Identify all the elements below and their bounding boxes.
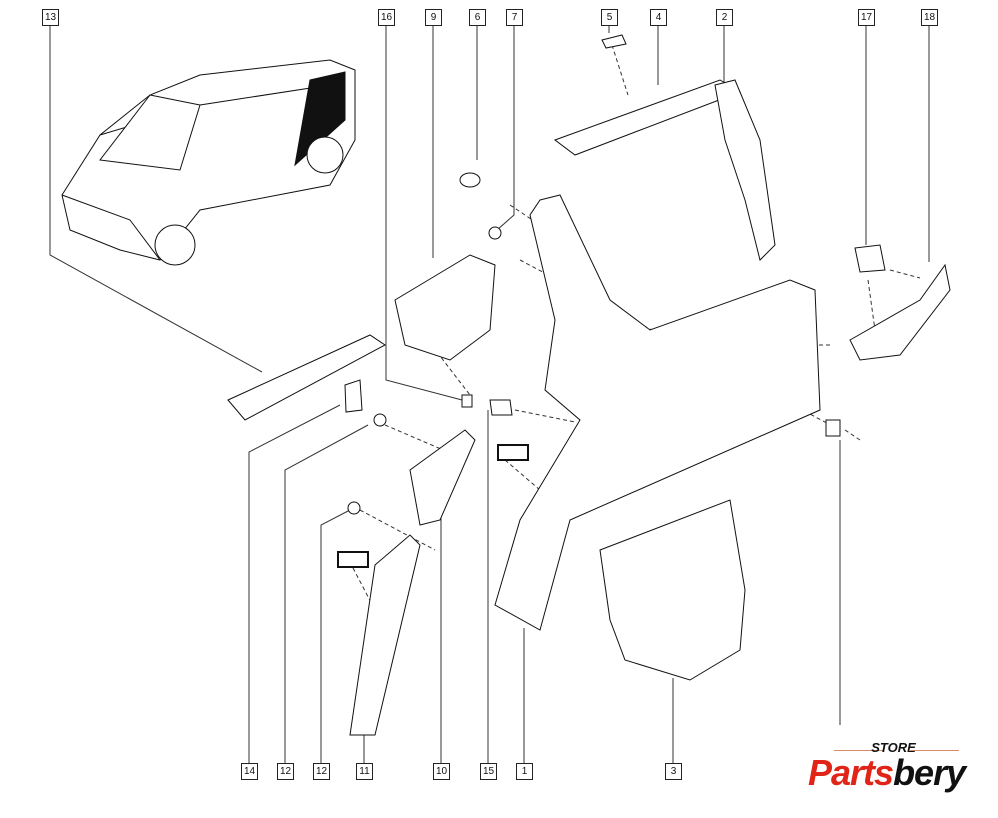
callout-11: 11	[356, 763, 373, 780]
part-1-panel	[494, 194, 821, 631]
logo-brand-black: bery	[893, 752, 966, 793]
part-12-screw-a	[373, 413, 387, 427]
part-6-grommet	[459, 172, 481, 188]
part-3-cover	[599, 499, 746, 681]
part-18-bracket	[849, 263, 951, 361]
part-5-clip	[601, 34, 627, 49]
callout-15: 15	[480, 763, 497, 780]
callout-7: 7	[506, 9, 523, 26]
part-17-clip-b	[825, 419, 841, 437]
part-14-strip	[227, 334, 386, 421]
callout-2: 2	[716, 9, 733, 26]
callout-6: 6	[469, 9, 486, 26]
part-4-rail	[553, 79, 742, 156]
logo-line-left	[834, 750, 884, 751]
callout-5: 5	[601, 9, 618, 26]
cutout-symbol-b	[337, 551, 369, 568]
callout-10: 10	[433, 763, 450, 780]
logo-brand-red: Parts	[808, 752, 894, 793]
callout-17: 17	[858, 9, 875, 26]
logo-line-right	[909, 750, 959, 751]
logo-brand: Partsbery	[808, 752, 966, 794]
part-9-grille	[394, 254, 496, 361]
cutout-symbol-a	[497, 444, 529, 461]
part-12-clip	[344, 379, 363, 413]
callout-3: 3	[665, 763, 682, 780]
part-12-screw-b	[347, 501, 361, 515]
part-2-pillar	[714, 79, 776, 261]
callout-13: 13	[42, 9, 59, 26]
logo-store-text: STORE	[871, 740, 916, 755]
callout-12-b: 12	[313, 763, 330, 780]
callout-9: 9	[425, 9, 442, 26]
callout-14: 14	[241, 763, 258, 780]
callout-1: 1	[516, 763, 533, 780]
callout-12-a: 12	[277, 763, 294, 780]
callout-16: 16	[378, 9, 395, 26]
vehicle-illustration	[61, 59, 356, 266]
callout-18: 18	[921, 9, 938, 26]
part-10-handle	[409, 429, 476, 526]
partsbery-logo: STORE Partsbery	[806, 740, 981, 800]
part-16-clip	[461, 394, 473, 408]
part-11-trim	[349, 534, 421, 736]
part-17-connector	[854, 244, 886, 273]
callout-4: 4	[650, 9, 667, 26]
part-7-screw	[488, 226, 502, 240]
part-15-clip	[489, 399, 513, 416]
trim-parts	[227, 34, 951, 736]
